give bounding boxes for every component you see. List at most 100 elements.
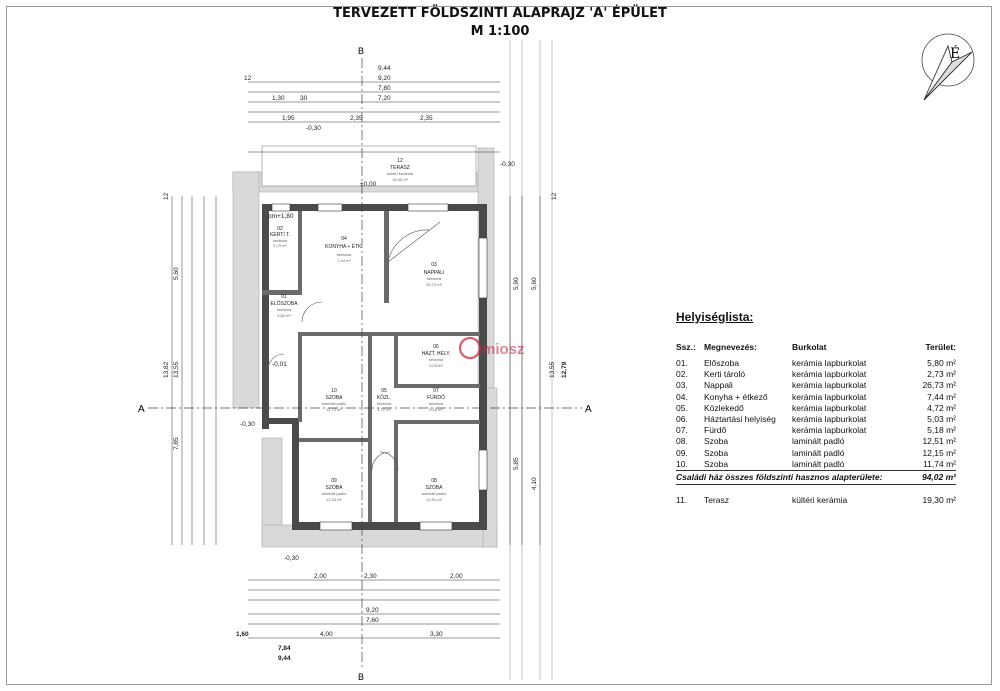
- svg-text:04: 04: [341, 236, 347, 242]
- section-b-top: B: [358, 46, 364, 56]
- dim-top-12: 12: [244, 75, 252, 82]
- svg-text:kerámia: kerámia: [273, 238, 288, 243]
- row-floor: laminált padló: [792, 458, 845, 469]
- row-no: 07.: [676, 425, 688, 436]
- row-no: 10.: [676, 458, 688, 469]
- summary-row: Családi ház összes földszinti hasznos al…: [676, 470, 956, 486]
- row-area: 11,74 m²: [923, 458, 956, 469]
- svg-text:2,73 m²: 2,73 m²: [273, 243, 287, 248]
- room-07: 07 FÜRDŐ kerámia 5,18 m²: [427, 388, 445, 412]
- row-floor: kerámia lapburkolat: [792, 402, 867, 413]
- drawing-scale: M 1:100: [470, 24, 530, 39]
- room-05: 05 KÖZL. kerámia 4,72 m²: [377, 388, 392, 412]
- svg-text:5,18 m²: 5,18 m²: [429, 407, 443, 412]
- svg-text:NAPPALI: NAPPALI: [424, 270, 445, 276]
- bottom-dimension-lines: [248, 579, 500, 639]
- level-pm: pm+1,80: [268, 213, 294, 220]
- row-no: 08.: [676, 436, 688, 447]
- dim-top-30: 30: [300, 95, 308, 102]
- watermark-logo: miosz: [458, 336, 525, 360]
- row-name: Kerti tároló: [704, 369, 746, 380]
- terrace-area: [261, 145, 477, 187]
- svg-text:laminált padló: laminált padló: [322, 491, 347, 496]
- dim-right-1355: 13,55: [549, 361, 556, 378]
- row-area: 26,73 m²: [922, 380, 956, 391]
- dim-top-720: 7,20: [378, 95, 391, 102]
- header-no: Ssz.:: [676, 342, 696, 352]
- svg-text:09: 09: [331, 478, 337, 484]
- dim-right-560: 5,60: [531, 277, 538, 290]
- room-12: 12 TERASZ kültéri kerámia 19,30 m²: [387, 158, 414, 182]
- svg-text:07: 07: [433, 388, 439, 394]
- row-no: 05.: [676, 402, 688, 413]
- row-floor: kerámia lapburkolat: [792, 391, 867, 402]
- svg-text:08: 08: [431, 478, 437, 484]
- svg-text:12,51 m²: 12,51 m²: [426, 497, 442, 502]
- section-a-left: A: [138, 404, 145, 415]
- svg-text:kerámia: kerámia: [427, 276, 442, 281]
- dim-right-12: 12: [551, 192, 558, 200]
- exterior-walls: [262, 204, 487, 530]
- row-name: Szoba: [704, 458, 729, 469]
- room-04: 04 KONYHA + ÉTK. kerámia 7,44 m²: [325, 236, 363, 263]
- drawing-frame: [6, 6, 992, 685]
- dim-top-195: 1,95: [282, 115, 295, 122]
- row-no: 06.: [676, 414, 688, 425]
- svg-text:KÖZL.: KÖZL.: [377, 394, 391, 401]
- room-table: Ssz.: Megnevezés: Burkolat Terület: 01.E…: [676, 342, 956, 506]
- row-floor: kerámia lapburkolat: [792, 358, 867, 368]
- svg-text:ELŐSZOBA: ELŐSZOBA: [271, 300, 299, 307]
- dim-bottom-200b: 2,00: [450, 573, 463, 580]
- row-name: Konyha + étkező: [704, 391, 768, 402]
- svg-text:10: 10: [331, 388, 337, 394]
- level-entrance: -0,01: [272, 361, 287, 368]
- dim-left-1382: 13,82: [163, 361, 170, 378]
- door-swings: [267, 221, 441, 471]
- top-dimension-texts: 12 9,44 9,20 7,80 7,20 1,30 30 1,95 2,35…: [244, 65, 433, 132]
- north-arrow-icon: É: [921, 33, 975, 101]
- level-zero: ±0,00: [360, 181, 377, 188]
- row-floor: kerámia lapburkolat: [792, 425, 867, 436]
- dim-right-1279: 12,79: [561, 361, 568, 378]
- row-area: 5,03 m²: [927, 414, 956, 425]
- summary-label: Családi ház összes földszinti hasznos al…: [676, 470, 902, 486]
- dim-bottom-330: 3,30: [430, 631, 443, 638]
- svg-text:KONYHA + ÉTK.: KONYHA + ÉTK.: [325, 243, 363, 250]
- row-name: Fürdő: [704, 425, 727, 436]
- dim-left-785: 7,85: [173, 437, 180, 450]
- room-02: 02 KERTI T. kerámia 2,73 m²: [270, 226, 290, 248]
- svg-text:TERASZ: TERASZ: [390, 165, 410, 171]
- svg-text:12: 12: [397, 158, 403, 164]
- summary-value: 94,02 m²: [902, 470, 956, 486]
- row-area: 7,44 m²: [927, 391, 956, 402]
- svg-text:SZOBA: SZOBA: [426, 485, 444, 491]
- row-floor: kerámia lapburkolat: [792, 380, 867, 391]
- dim-left-560: 5,60: [173, 267, 180, 280]
- dim-top-944: 9,44: [378, 65, 391, 72]
- row-floor: laminált padló: [792, 447, 845, 458]
- svg-text:05: 05: [381, 388, 387, 394]
- svg-text:SZOBA: SZOBA: [326, 485, 344, 491]
- dim-right-590: 5,90: [513, 277, 520, 290]
- row-floor: laminált padló: [792, 436, 845, 447]
- header-name: Megnevezés:: [704, 342, 757, 352]
- row-name: Szoba: [704, 447, 729, 458]
- right-grid-strips: [509, 40, 553, 680]
- dim-right-585: 5,85: [513, 457, 520, 470]
- dim-bottom-160: 1,60: [236, 631, 249, 638]
- room-06: 06 HÁZT. HELY. kerámia 5,03 m²: [422, 344, 451, 368]
- row-floor: kerámia lapburkolat: [792, 369, 867, 380]
- header-area: Terület:: [925, 342, 956, 352]
- windows: [271, 203, 488, 531]
- right-dimension-lines: [509, 196, 541, 545]
- svg-text:06: 06: [433, 344, 439, 350]
- dim-bottom-200a: 2,00: [314, 573, 327, 580]
- watermark-text: miosz: [482, 341, 525, 358]
- dim-right-410: 4,10: [531, 477, 538, 490]
